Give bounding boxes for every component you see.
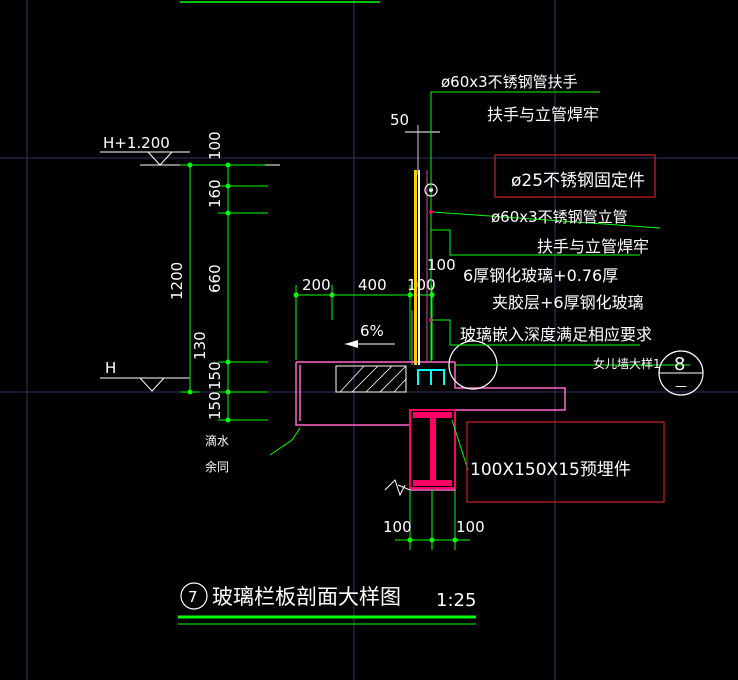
glass-panel — [411, 170, 420, 365]
vdim-150-b: 150 — [206, 391, 224, 420]
vdim-150-a: 150 — [206, 361, 224, 390]
dim-50-label: 50 — [390, 111, 409, 129]
horizontal-dimension-top-ticks — [293, 292, 435, 298]
slope-arrow — [345, 340, 358, 348]
callout-weld-1: 扶手与立管焊牢 — [487, 105, 599, 124]
title-number: 7 — [188, 588, 198, 606]
title-number-circle — [180, 582, 208, 610]
hdim-bottom-right: 100 — [456, 518, 485, 536]
callout-glass-1: 6厚钢化玻璃+0.76厚 — [463, 266, 618, 285]
callout-same: 余同 — [205, 459, 229, 474]
parapet-reference-label: 女儿墙大样1 — [593, 356, 661, 371]
callout-handrail: ø60x3不锈钢管扶手 — [441, 73, 578, 91]
vdim-130: 130 — [191, 331, 209, 360]
drawing-title: 7 玻璃栏板剖面大样图 1:25 — [178, 582, 476, 625]
callout-drip: 滴水 — [205, 433, 229, 448]
base-bracket — [417, 369, 445, 385]
vertical-dimension-ticks — [187, 162, 231, 423]
vdim-160: 160 — [206, 179, 224, 208]
embed-plate-callout-box — [466, 421, 665, 503]
level-base-label: H — [105, 359, 116, 377]
vdim-660: 660 — [206, 264, 224, 293]
title-text: 玻璃栏板剖面大样图 — [212, 585, 401, 609]
callout-glass-2: 夹胶层+6厚钢化玻璃 — [492, 293, 644, 312]
leader-lines — [269, 91, 690, 471]
callout-embed-depth: 玻璃嵌入深度满足相应要求 — [460, 325, 652, 344]
fixing-point-1 — [429, 210, 433, 214]
vdim-100: 100 — [206, 131, 224, 160]
break-symbol — [384, 479, 406, 497]
vdim-total-1200: 1200 — [168, 262, 186, 300]
callout-weld-2: 扶手与立管焊牢 — [537, 237, 649, 256]
level-top-label: H+1.200 — [103, 134, 170, 152]
embedded-steel-plate — [409, 409, 456, 489]
level-marker-top: H+1.200 — [100, 134, 280, 166]
callout-post: ø60x3不锈钢管立管 — [491, 208, 628, 226]
reference-number: 8 — [674, 354, 685, 375]
dim-100-post-label: 100 — [427, 256, 456, 274]
level-marker-base: H — [100, 359, 190, 392]
slope-label: 6% — [360, 322, 384, 340]
title-scale: 1:25 — [436, 590, 476, 611]
callout-fixing: ø25不锈钢固定件 — [511, 171, 645, 191]
reference-sub: — — [675, 379, 687, 393]
hdim-bottom-left: 100 — [383, 518, 412, 536]
vertical-dimension-chain — [180, 164, 268, 421]
fixing-callout-box — [494, 154, 656, 198]
horizontal-dimension-bottom-ticks — [407, 537, 458, 543]
hatched-block — [335, 365, 407, 393]
hdim-200: 200 — [302, 276, 331, 294]
reference-bubble: 8 — — [658, 350, 704, 396]
hdim-400: 400 — [358, 276, 387, 294]
callout-embed-plate: 100X150X15预埋件 — [470, 460, 631, 480]
